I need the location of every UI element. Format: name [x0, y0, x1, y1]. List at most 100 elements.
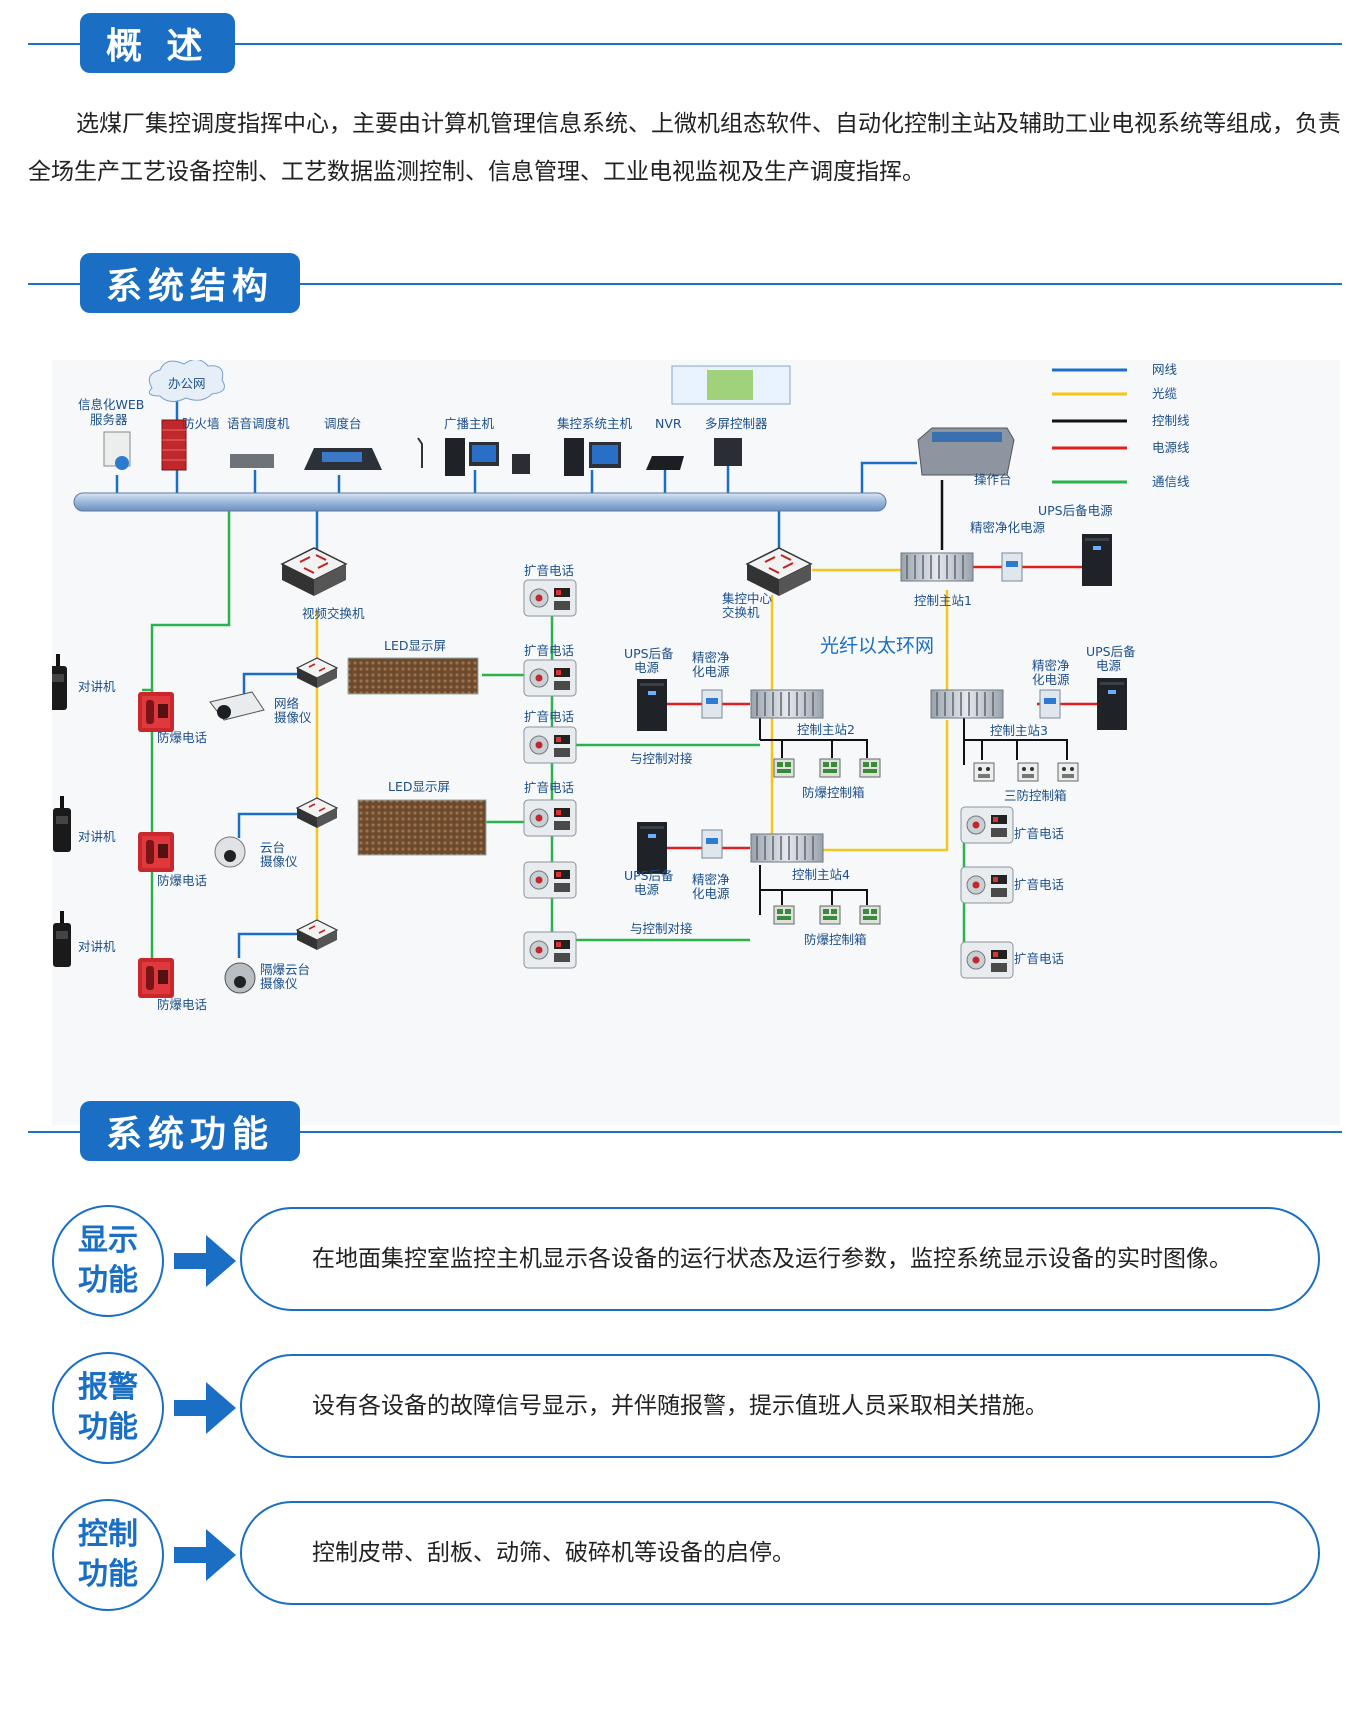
section-title-structure: 系统结构 [80, 253, 301, 313]
section-title-functions: 系统功能 [80, 1101, 301, 1161]
legend-label-comm: 通信线 [1152, 474, 1190, 489]
ex-box-icon [773, 905, 795, 925]
label-ex-box: 防爆控制箱 [802, 785, 865, 800]
pa-phone-icon [523, 799, 577, 837]
label-station-4: 控制主站4 [792, 867, 850, 882]
walkie-group: 对讲机 对讲机 对讲机 [52, 654, 116, 967]
section-header-overview: 概 述 [28, 8, 1342, 78]
legend-label-network: 网线 [1152, 362, 1178, 377]
label-pur-c-2: 化电源 [692, 886, 730, 901]
pa-phone-icon [523, 931, 577, 969]
label-station-1: 控制主站1 [914, 593, 972, 608]
station-3: 精密净 化电源 UPS后备 电源 控制主站3 三防控制箱 扩音电话 扩音电话 扩… [930, 644, 1136, 979]
ex-phone-icon [138, 958, 174, 998]
label-pa-phone: 扩音电话 [524, 563, 574, 578]
lines-pa-comm [482, 600, 966, 960]
ex-ptz-camera: 隔爆云台 摄像仪 [224, 962, 310, 994]
label-pa-phone: 扩音电话 [1014, 826, 1064, 841]
purifier-icon [1001, 552, 1023, 582]
ptz-camera: 云台 摄像仪 [214, 836, 298, 869]
function-name-control: 控制功能 [52, 1499, 164, 1611]
label-ups-a-1: UPS后备 [624, 646, 674, 661]
function-display: 显示功能 在地面集控室监控主机显示各设备的运行状态及运行参数，监控系统显示设备的… [52, 1205, 1322, 1317]
purifier-icon [1039, 689, 1061, 719]
globe-icon [115, 456, 129, 470]
label-firewall: 防火墙 [182, 416, 220, 431]
function-text-alarm: 设有各设备的故障信号显示，并伴随报警，提示值班人员采取相关措施。 [240, 1354, 1320, 1458]
label-three-box: 三防控制箱 [1004, 788, 1067, 803]
label-web-server-1: 信息化WEB [78, 397, 144, 412]
ex-box-icon [773, 758, 795, 778]
ups-icon [637, 679, 667, 731]
header-rule [28, 283, 1342, 285]
label-dock-1: 与控制对接 [630, 751, 693, 766]
walkie-icon [52, 654, 67, 710]
ex-box-icon [859, 758, 881, 778]
arrow-right-icon [174, 1235, 236, 1287]
router-icon [746, 547, 812, 597]
label-multi-screen: 多屏控制器 [705, 416, 768, 431]
purifier-icon [701, 689, 723, 719]
firewall: 防火墙 [161, 416, 220, 471]
small-switch-icon [296, 657, 338, 689]
station-1: 控制主站1 [900, 552, 974, 608]
arrow-right-icon [174, 1529, 236, 1581]
monitor-icon [472, 445, 496, 462]
walkie-icon [53, 911, 71, 967]
speaker-icon [512, 454, 530, 474]
header-rule [28, 43, 1342, 45]
label-ups-top: UPS后备电源 [1038, 503, 1113, 518]
lines-bus-drops [115, 465, 730, 495]
label-pur-a-1: 精密净 [692, 650, 730, 665]
label-web-server-2: 服务器 [90, 412, 128, 427]
section-title-overview: 概 述 [80, 13, 235, 73]
small-switch-icon [296, 797, 338, 829]
label-ptz-cam-1: 云台 [260, 840, 285, 855]
station-2: UPS后备 电源 精密净 化电源 控制主站2 防爆控制箱 与控制对接 [624, 646, 881, 800]
label-ups-c-1: UPS后备 [624, 868, 674, 883]
label-ups-b-2: 电源 [1096, 658, 1122, 673]
label-pa-phone: 扩音电话 [1014, 877, 1064, 892]
ex-box-icon [819, 758, 841, 778]
label-ex-ptz-1: 隔爆云台 [260, 962, 310, 977]
label-control-host: 集控系统主机 [557, 416, 633, 431]
nvr-icon [646, 456, 684, 470]
label-ups-a-2: 电源 [634, 660, 660, 675]
ups-icon [637, 822, 667, 874]
pc-tower-icon [445, 438, 465, 476]
office-net-cloud: 办公网 [148, 360, 225, 402]
station-4: UPS后备 电源 精密净 化电源 控制主站4 防爆控制箱 与控制对接 [624, 822, 881, 947]
label-pur-b-2: 化电源 [1032, 672, 1070, 687]
cabinet-icon [750, 833, 824, 863]
label-pa-phone: 扩音电话 [524, 780, 574, 795]
section-header-structure: 系统结构 [28, 248, 1342, 318]
purifier-icon [701, 829, 723, 859]
label-fiber-ring: 光纤以太环网 [820, 635, 934, 657]
label-pur-b-1: 精密净 [1032, 658, 1070, 673]
center-switch: 集控中心 交换机 [722, 547, 812, 620]
header-rule [28, 1131, 1342, 1133]
control-system-host: 集控系统主机 [557, 416, 633, 476]
ups-icon [1082, 534, 1112, 586]
function-control: 控制功能 控制皮带、刮板、动筛、破碎机等设备的启停。 [52, 1499, 1322, 1611]
function-name-display: 显示功能 [52, 1205, 164, 1317]
legend: 网线 光缆 控制线 电源线 通信线 [1052, 362, 1190, 489]
control-lines [759, 480, 1068, 915]
label-broadcast-host: 广播主机 [444, 416, 495, 431]
network-camera: 网络 摄像仪 [209, 691, 312, 725]
label-walkie: 对讲机 [78, 679, 116, 694]
label-ex-phone: 防爆电话 [157, 997, 207, 1012]
camera-icon [209, 691, 265, 721]
label-walkie: 对讲机 [78, 829, 116, 844]
voice-dispatch: 语音调度机 [227, 416, 290, 468]
label-net-cam-1: 网络 [274, 696, 300, 711]
walkie-icon [53, 796, 71, 852]
lines-camera-drops [237, 672, 317, 958]
line-fiber-ring [770, 568, 949, 852]
led-screen-2: LED显示屏 [357, 779, 487, 856]
label-ex-phone: 防爆电话 [157, 873, 207, 888]
three-box-icon [1057, 762, 1079, 782]
pa-phone-icon [523, 659, 577, 697]
cabinet-icon [750, 689, 824, 719]
label-ex-phone: 防爆电话 [157, 730, 207, 745]
